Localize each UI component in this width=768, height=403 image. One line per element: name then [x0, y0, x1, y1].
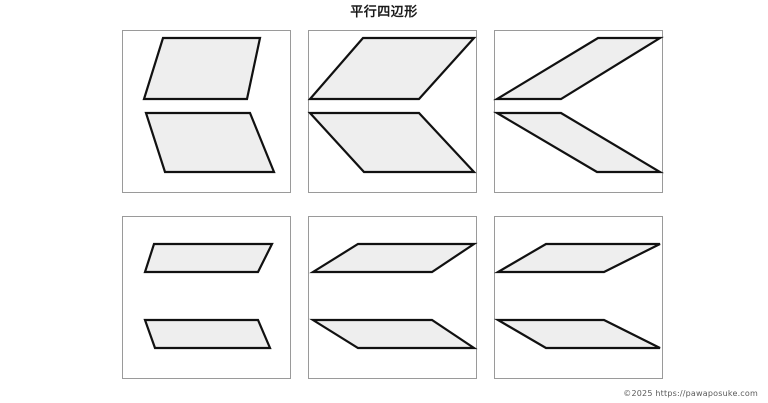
parallelogram-group: [142, 36, 664, 350]
parallelogram-2a: [307, 36, 477, 101]
panel-6-frame: [494, 216, 663, 379]
parallelogram-2b: [307, 111, 477, 174]
parallelogram-6a: [493, 242, 661, 274]
copyright-footer: ©2025 https://pawaposuke.com: [623, 389, 758, 398]
panel-5-frame: [308, 216, 477, 379]
parallelogram-6b: [493, 318, 661, 350]
parallelogram-4b: [143, 318, 272, 350]
parallelogram-5b: [309, 318, 478, 350]
panel-4-frame: [122, 216, 291, 379]
parallelogram-1a: [142, 36, 262, 101]
parallelogram-5a: [309, 242, 478, 274]
parallelogram-1b: [144, 111, 276, 174]
parallelogram-3a: [493, 36, 664, 101]
page-title: 平行四辺形: [350, 5, 418, 20]
parallelogram-4a: [143, 242, 274, 274]
parallelogram-3b: [492, 111, 664, 174]
